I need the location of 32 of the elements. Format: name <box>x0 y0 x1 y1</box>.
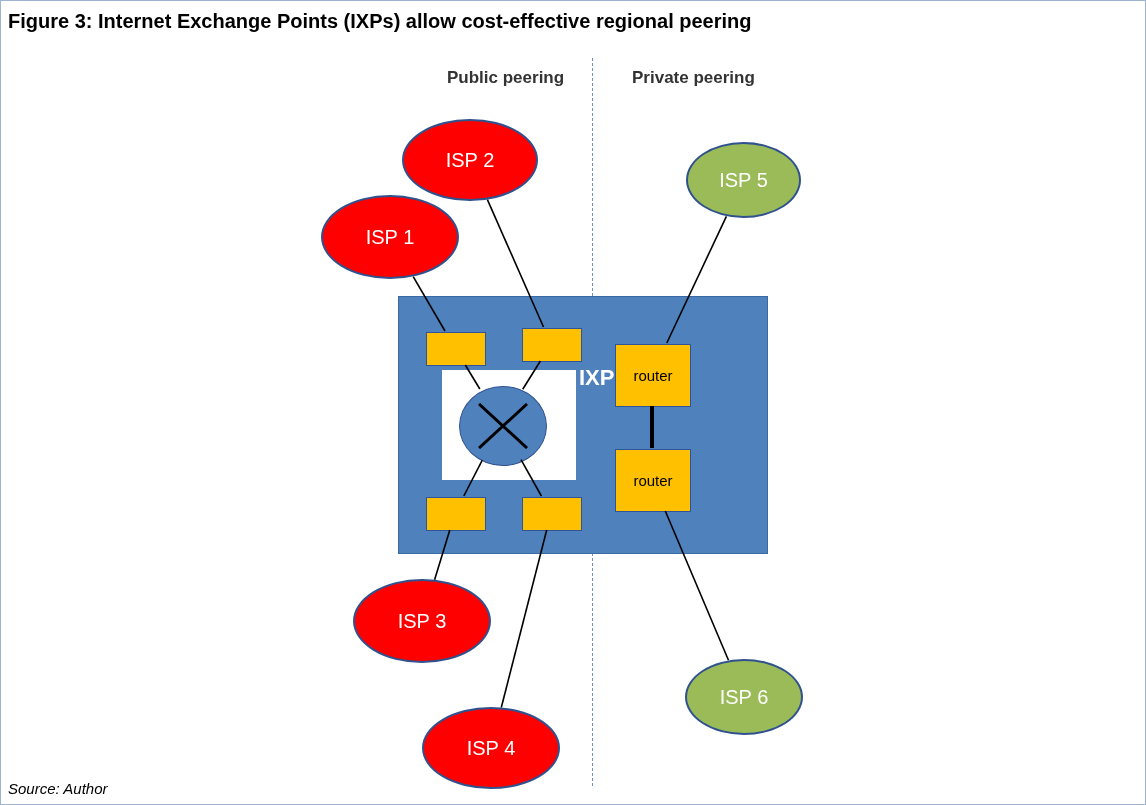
figure-title: Figure 3: Internet Exchange Points (IXPs) allow cost-effective regional peering <box>8 10 752 33</box>
thick-connector-line <box>650 406 654 448</box>
switch-panel <box>442 370 576 480</box>
node-label: ISP 5 <box>719 168 768 192</box>
connector-line <box>500 529 548 709</box>
port-box <box>522 328 582 362</box>
node-label: ISP 3 <box>397 609 447 633</box>
node-label: ISP 1 <box>365 225 415 249</box>
connector-line <box>412 275 446 332</box>
connector-line <box>666 215 728 344</box>
connector-line <box>520 458 543 497</box>
port-box <box>426 332 486 366</box>
connector-line <box>486 198 545 328</box>
exchange-box <box>398 296 768 554</box>
column-heading: Private peering <box>632 68 755 88</box>
source-note: Source: Author <box>8 780 108 797</box>
connector-line <box>463 459 484 497</box>
connector-line <box>521 360 542 390</box>
port-box <box>522 497 582 531</box>
node-label: router <box>633 472 673 489</box>
router-box <box>615 344 691 407</box>
node-label: IXP <box>579 365 615 391</box>
column-heading: Public peering <box>447 68 565 88</box>
node-label: router <box>633 367 673 384</box>
node-label: ISP 4 <box>466 736 516 760</box>
connector-line <box>433 529 451 581</box>
port-box <box>426 497 486 531</box>
node-label: ISP 2 <box>445 148 495 172</box>
connector-line <box>464 364 481 390</box>
connector-line <box>664 510 730 662</box>
node-label: ISP 6 <box>719 685 769 709</box>
router-box <box>615 449 691 512</box>
